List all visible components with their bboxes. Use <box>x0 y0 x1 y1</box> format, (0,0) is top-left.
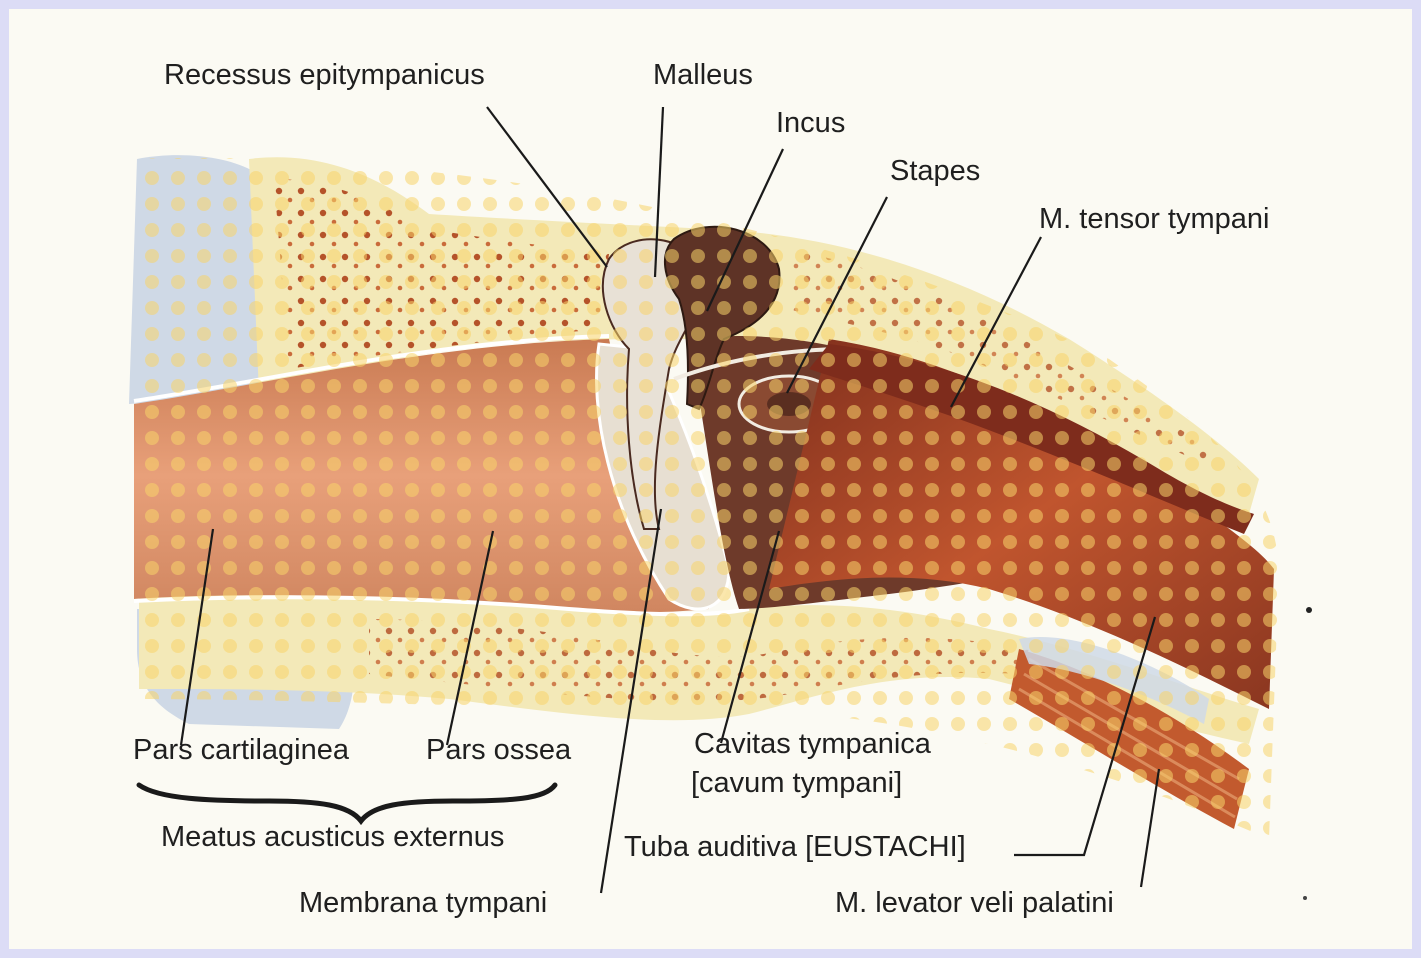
meatus-brace <box>139 785 555 821</box>
label-membrana-tympani: Membrana tympani <box>299 887 547 920</box>
label-pars-cartilaginea: Pars cartilaginea <box>133 734 349 767</box>
speck <box>1306 607 1312 613</box>
label-levator-veli-palatini: M. levator veli palatini <box>835 887 1114 920</box>
label-meatus-acusticus-externus: Meatus acusticus externus <box>161 821 504 854</box>
label-cavitas-tympanica: Cavitas tympanica <box>694 728 931 761</box>
label-recessus-epitympanicus: Recessus epitympanicus <box>164 59 485 92</box>
ear-diagram <box>9 9 1412 949</box>
label-tensor-tympani: M. tensor tympani <box>1039 203 1269 236</box>
illustration-frame: Recessus epitympanicus Malleus Incus Sta… <box>9 9 1412 949</box>
label-stapes: Stapes <box>890 155 980 188</box>
speck <box>1303 896 1307 900</box>
label-tuba-auditiva: Tuba auditiva [EUSTACHI] <box>624 831 966 864</box>
label-malleus: Malleus <box>653 59 753 92</box>
label-incus: Incus <box>776 107 845 140</box>
label-pars-ossea: Pars ossea <box>426 734 571 767</box>
label-cavum-tympani: [cavum tympani] <box>691 767 902 800</box>
